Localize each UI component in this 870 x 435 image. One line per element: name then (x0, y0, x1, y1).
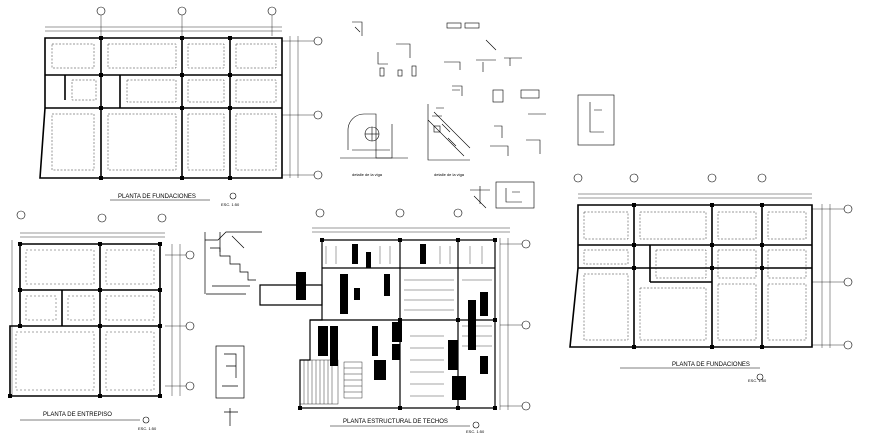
slab-hatching (15, 249, 155, 391)
detail-box-1 (495, 181, 535, 209)
stair-hatch (299, 359, 363, 405)
dimension-lines (312, 227, 522, 410)
plan-fundaciones-2: PLANTA DE FUNDACIONES ESC. 1:50 (569, 173, 853, 383)
detail-5 (485, 39, 497, 51)
plan-entrepiso: PLANTA DE ENTREPISO ESC. 1:50 (8, 210, 195, 431)
dimension-lines (45, 15, 314, 178)
plan-scale: ESC. 1:50 (221, 202, 240, 207)
plan-title: PLANTA DE FUNDACIONES (118, 194, 196, 200)
grid-bubbles (315, 208, 531, 429)
footing-outlines (583, 211, 807, 341)
stair-section (204, 231, 262, 426)
plan-scale: ESC. 1:50 (466, 429, 485, 434)
roof-beams (296, 244, 488, 400)
dimension-lines (578, 193, 844, 348)
foundation-walls (569, 204, 813, 348)
dimension-lines (11, 232, 186, 396)
plan-techos: PLANTA ESTRUCTURAL DE TECHOS ESC. 1:50 (259, 208, 531, 434)
detail-2 (377, 43, 411, 65)
columns (99, 36, 232, 180)
column-detail-curve (340, 113, 408, 159)
foundation-walls (39, 37, 283, 179)
detail-3 (444, 59, 496, 72)
plan-title: PLANTA DE FUNDACIONES (672, 362, 750, 368)
plan-title: PLANTA DE ENTREPISO (43, 412, 112, 418)
detail-caption-1: detalle de la viga (352, 172, 383, 177)
construction-details: detalle de la viga detalle de la viga (340, 21, 615, 209)
columns (632, 203, 764, 349)
detail-1 (352, 21, 363, 36)
plan-fundaciones-1: PLANTA DE FUNDACIONES ESC. 1:50 (39, 6, 323, 207)
detail-box-3 (215, 345, 245, 399)
grid-bubbles (16, 210, 195, 424)
footing-outlines (51, 43, 277, 171)
detail-4 (504, 57, 522, 66)
detail-box-2 (577, 94, 615, 146)
stair-detail-diagonal (427, 104, 471, 161)
columns (298, 238, 497, 410)
columns (8, 242, 162, 398)
detail-caption-2: detalle de la viga (434, 172, 465, 177)
plan-scale: ESC. 1:50 (138, 426, 157, 431)
plan-title: PLANTA ESTRUCTURAL DE TECHOS (343, 419, 448, 425)
plan-scale: ESC. 1:50 (748, 378, 767, 383)
roof-joists (325, 246, 492, 397)
